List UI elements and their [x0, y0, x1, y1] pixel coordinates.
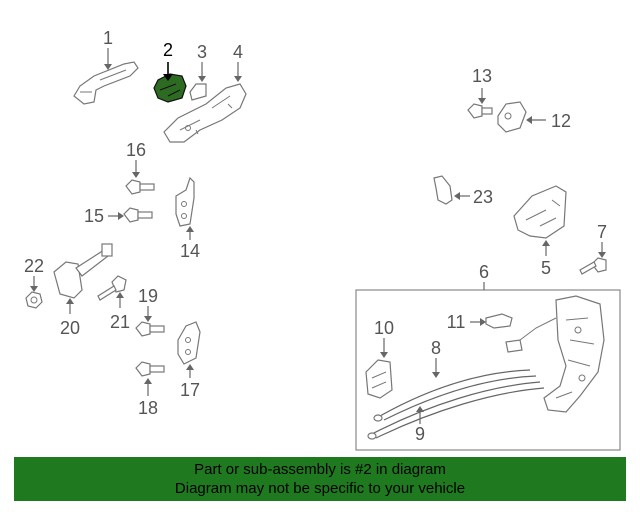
- callout-5: 5: [541, 258, 551, 278]
- callout-17: 17: [180, 380, 200, 400]
- callout-3: 3: [197, 42, 207, 62]
- part-10-bracket: 10: [365, 318, 394, 399]
- callout-2: 2: [163, 40, 173, 60]
- callout-22: 22: [24, 256, 44, 276]
- callout-14: 14: [180, 241, 200, 261]
- part-5-lock-cover: 5: [513, 185, 567, 278]
- part-15-bolt: 15: [84, 206, 153, 226]
- part-1-outside-handle: 1: [73, 28, 139, 105]
- banner-line-1: Part or sub-assembly is #2 in diagram: [194, 461, 446, 478]
- callout-11: 11: [447, 312, 466, 332]
- callout-8: 8: [431, 338, 441, 358]
- part-19-bolt: 19: [135, 286, 165, 337]
- part-9-cable: 9: [367, 381, 545, 444]
- callout-1: 1: [103, 28, 113, 48]
- part-22-nut: 22: [24, 256, 44, 309]
- part-2-handle-cover: 2: [153, 40, 187, 103]
- parts-diagram: 1 2 3 4 16 15: [24, 28, 621, 451]
- part-3-gasket: 3: [189, 42, 207, 101]
- callout-15: 15: [84, 206, 104, 226]
- callout-13: 13: [472, 66, 492, 86]
- part-7-screw: 7: [579, 222, 607, 275]
- callout-12: 12: [551, 111, 571, 131]
- callout-19: 19: [138, 286, 158, 306]
- part-11-connector: 11: [447, 312, 513, 332]
- part-16-bolt: 16: [125, 140, 155, 195]
- part-20-door-check: 20: [53, 243, 113, 338]
- callout-20: 20: [60, 318, 80, 338]
- part-17-lower-hinge: 17: [177, 321, 201, 400]
- part-13-screw: 13: [467, 66, 493, 119]
- callout-18: 18: [138, 398, 158, 418]
- callout-9: 9: [415, 424, 425, 444]
- part-14-hinge: 14: [175, 176, 200, 261]
- callout-23: 23: [473, 187, 493, 207]
- part-6-latch-assembly: 6: [355, 262, 621, 451]
- part-23-clip: 23: [433, 175, 493, 207]
- callout-21: 21: [110, 312, 130, 332]
- part-18-bolt: 18: [135, 361, 165, 418]
- info-banner: Part or sub-assembly is #2 in diagram Di…: [14, 457, 626, 501]
- banner-line-2: Diagram may not be specific to your vehi…: [174, 480, 466, 497]
- callout-7: 7: [597, 222, 607, 242]
- callout-10: 10: [374, 318, 394, 338]
- callout-4: 4: [233, 42, 243, 62]
- callout-6: 6: [479, 262, 489, 282]
- part-4-handle-frame: 4: [163, 42, 247, 143]
- part-12-striker: 12: [497, 101, 571, 133]
- part-21-bolt: 21: [97, 275, 130, 332]
- callout-16: 16: [126, 140, 146, 160]
- part-8-cable: 8: [373, 338, 537, 422]
